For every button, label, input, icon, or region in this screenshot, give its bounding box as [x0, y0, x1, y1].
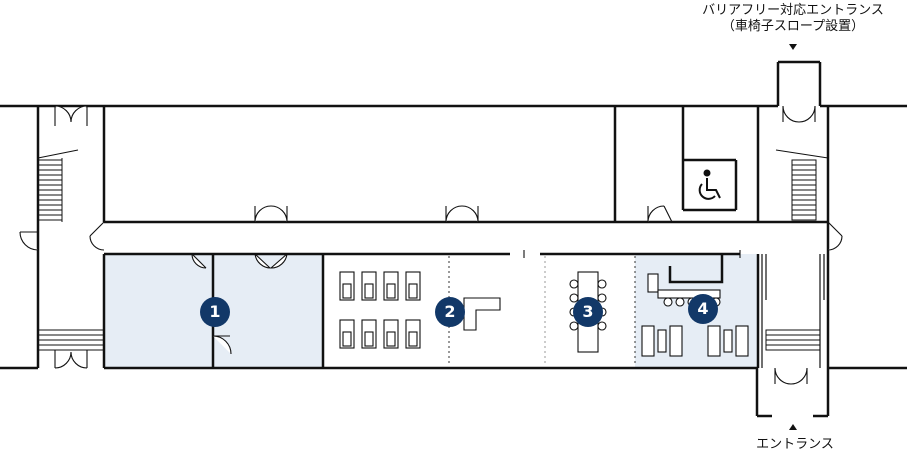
room-badge-3: 3	[573, 297, 603, 327]
walls	[0, 60, 907, 418]
barrier-free-label-line1: バリアフリー対応エントランス	[702, 3, 884, 18]
stairs-left	[37, 149, 105, 351]
room-badge-2: 2	[435, 297, 465, 327]
room-2-desks	[339, 271, 501, 349]
room-badge-1: 1	[200, 297, 230, 327]
room-2-area	[323, 254, 545, 367]
room-4-furniture	[641, 254, 749, 357]
barrier-free-entrance-label: バリアフリー対応エントランス （車椅子スロープ設置）	[680, 3, 906, 35]
wheelchair-icon	[698, 169, 721, 200]
doors	[19, 105, 843, 385]
corridor-marks	[523, 250, 741, 258]
room-badge-4: 4	[688, 294, 718, 324]
entrance-label: エントランス	[756, 437, 834, 452]
barrier-free-label-line2: （車椅子スロープ設置）	[721, 19, 865, 34]
arrow-down-icon	[789, 44, 797, 50]
arrow-up-icon	[789, 424, 797, 430]
stairs-right	[765, 149, 829, 351]
